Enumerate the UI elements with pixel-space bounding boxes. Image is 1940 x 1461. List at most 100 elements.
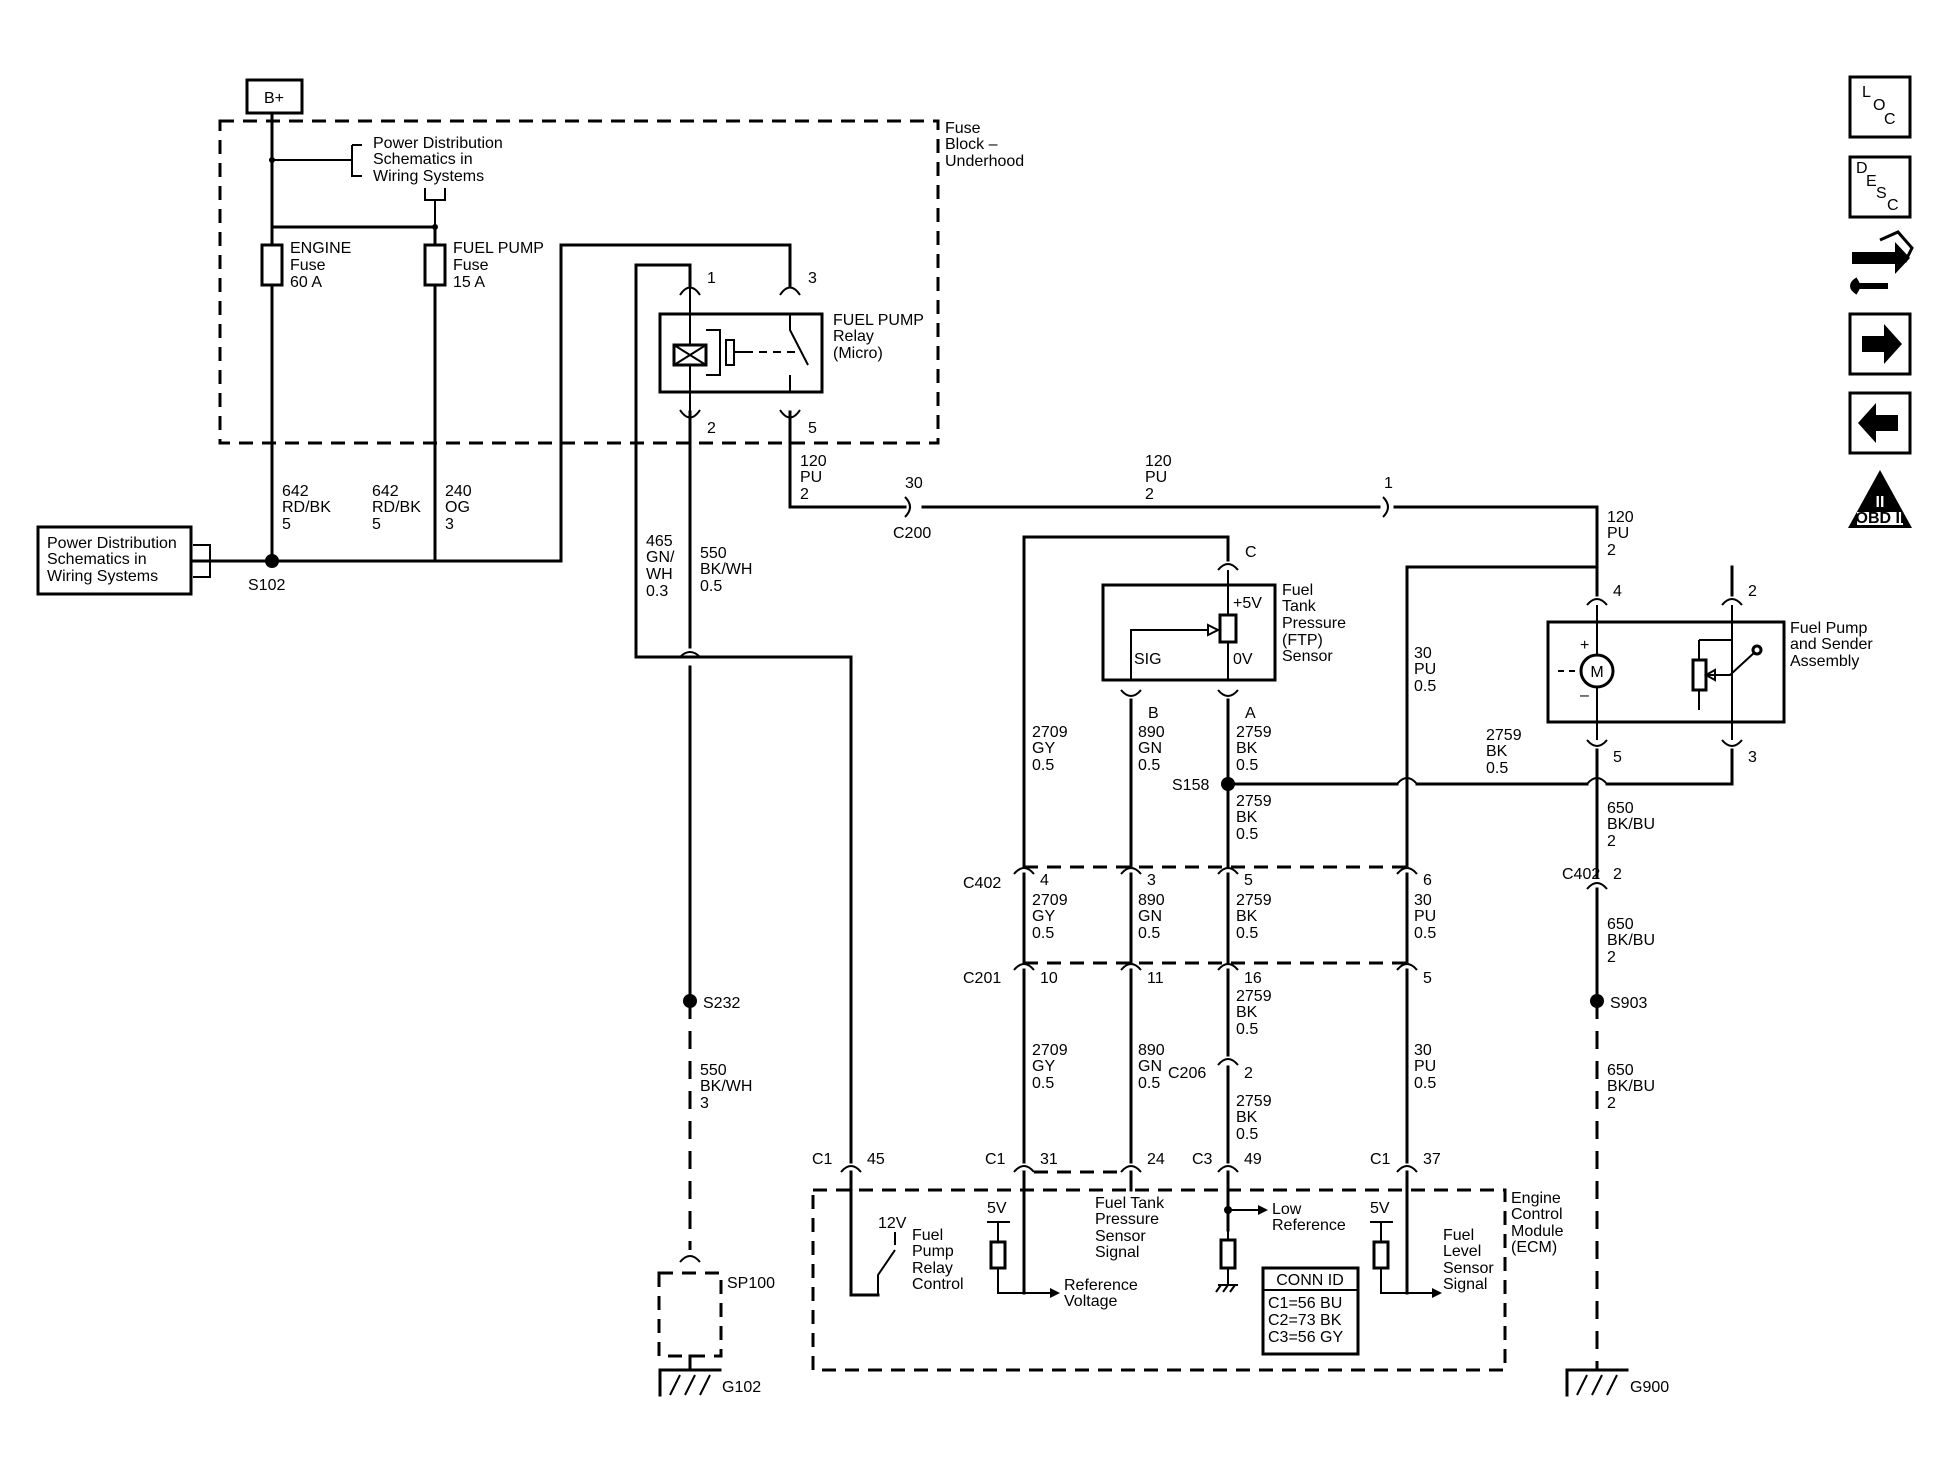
loc-letter-c: C	[1884, 111, 1896, 128]
wire-30-pu-top	[1405, 565, 1599, 869]
ecm-pin-49: 49	[1244, 1151, 1262, 1168]
c201-label: C201	[963, 970, 1001, 987]
pump-plus: +	[1580, 637, 1589, 654]
ecm-ref-voltage-label: Reference Voltage	[1064, 1277, 1142, 1310]
ftp-pin-c: C	[1245, 544, 1257, 561]
pdist-top-bracket	[272, 144, 362, 177]
obd-label: OBD II	[1856, 510, 1905, 527]
c402-pin-5: 5	[1244, 872, 1253, 889]
ftp-5v: +5V	[1233, 595, 1262, 612]
c201-row-connectors	[1013, 963, 1418, 971]
ecm-level-pullup	[1370, 1221, 1432, 1294]
ecm-ref-arrow	[1050, 1288, 1060, 1298]
arrow-left-icon	[1858, 403, 1898, 443]
ftp-wiper-arrow	[1207, 623, 1221, 637]
battery-label: B+	[264, 90, 284, 107]
ecm-ref-resistor	[989, 1240, 1007, 1270]
wire-550b-label: 550 BK/WH 3	[700, 1062, 757, 1112]
ecm-5v-a: 5V	[987, 1200, 1007, 1217]
pdist-left-box	[36, 525, 193, 596]
relay-pin-5: 5	[808, 420, 817, 437]
pump-pin-4: 4	[1613, 583, 1622, 600]
sp100-box	[657, 1271, 723, 1358]
ground-g102-symbol	[658, 1368, 722, 1397]
ecm-connectors	[840, 1165, 1418, 1174]
conn-id-box	[1261, 1266, 1360, 1356]
ecm-level-label: Fuel Level Sensor Signal	[1443, 1227, 1498, 1293]
wire-2709a-label: 2709 GY 0.5	[1032, 724, 1072, 774]
wire-240-label: 240 OG 3	[445, 483, 476, 533]
previous-page-button[interactable]	[1848, 391, 1912, 455]
desc-button[interactable]: D E S C	[1848, 155, 1912, 219]
ecm-level-resistor	[1372, 1240, 1390, 1270]
wire-650c-label: 650 BK/BU 2	[1607, 1062, 1659, 1112]
relay-pin-2: 2	[707, 420, 716, 437]
fuel-pump-fuse-symbol	[423, 243, 447, 287]
wire-890b-label: 890 GN 0.5	[1138, 892, 1169, 942]
ecm-pin-31: 31	[1040, 1151, 1058, 1168]
wire-2759b-label: 2759 BK 0.5	[1236, 793, 1276, 843]
ground-g900-symbol	[1565, 1368, 1629, 1397]
obd-ii-button[interactable]: II OBD II	[1848, 470, 1912, 528]
wire-240-og	[433, 243, 792, 563]
pdist-top-bracket-bottom	[424, 188, 446, 227]
ftp-resistor	[1218, 613, 1238, 644]
c201-pin-16: 16	[1244, 970, 1262, 987]
c206-label: C206	[1168, 1065, 1206, 1082]
c206-connector	[1217, 1058, 1239, 1066]
engine-fuse-label: ENGINE Fuse 60 A	[290, 240, 356, 291]
loc-button[interactable]: L O C	[1848, 75, 1912, 139]
wire-642a-label: 642 RD/BK 5	[282, 483, 335, 533]
ecm-c1-45: C1	[812, 1151, 833, 1168]
pump-motor-label: M	[1590, 664, 1603, 681]
fuse-block-label: Fuse Block – Underhood	[945, 120, 1024, 170]
c200-label: C200	[893, 525, 931, 542]
junction-dot	[1224, 1206, 1232, 1214]
wire-2709c-label: 2709 GY 0.5	[1032, 1042, 1072, 1092]
ftp-pin-b: B	[1148, 705, 1159, 722]
pdist-left-label: Power Distribution Schematics in Wiring …	[47, 535, 181, 585]
wire-642b-label: 642 RD/BK 5	[372, 483, 425, 533]
wire-2709b-label: 2709 GY 0.5	[1032, 892, 1072, 942]
relay-label: FUEL PUMP Relay (Micro)	[833, 312, 928, 362]
ecm-c3-49: C3	[1192, 1151, 1213, 1168]
c201-pin-10: 10	[1040, 970, 1058, 987]
ecm-label: Engine Control Module (ECM)	[1511, 1190, 1568, 1256]
fuel-pump-fuse-label: FUEL PUMP Fuse 15 A	[453, 240, 548, 291]
pump-minus: –	[1580, 687, 1589, 704]
ftp-pin-c-connector	[1217, 563, 1239, 571]
desc-letter-d: D	[1856, 160, 1868, 177]
pump-pin-5: 5	[1613, 749, 1622, 766]
ecm-12v: 12V	[878, 1215, 907, 1232]
c402-row-connectors	[1013, 867, 1418, 875]
ecm-pin-37: 37	[1423, 1151, 1441, 1168]
ecm-boundary	[811, 1188, 1507, 1372]
wire-2759d-label: 2759 BK 0.5	[1236, 892, 1276, 942]
wire-2759a-label: 2759 BK 0.5	[1236, 724, 1276, 774]
wire-30b-label: 30 PU 0.5	[1414, 892, 1441, 942]
c201-pin-5: 5	[1423, 970, 1432, 987]
desc-letter-s: S	[1876, 185, 1887, 202]
diagnostic-tool-icon[interactable]	[1850, 230, 1914, 295]
wire-crossover	[679, 651, 701, 658]
wire-30a-label: 30 PU 0.5	[1414, 645, 1441, 695]
wire-890c-label: 890 GN 0.5	[1138, 1042, 1169, 1092]
ftp-pin-a: A	[1245, 705, 1256, 722]
pump-pin-2: 2	[1748, 583, 1757, 600]
wire-465-gn-wh	[634, 263, 853, 1164]
next-page-button[interactable]	[1848, 312, 1912, 376]
ftp-sensor-label: Fuel Tank Pressure (FTP) Sensor	[1282, 582, 1350, 665]
splice-s232-label: S232	[703, 995, 740, 1012]
ecm-c1-37: C1	[1370, 1151, 1391, 1168]
battery-terminal: B+	[245, 78, 304, 115]
ecm-ftp-signal-label: Fuel Tank Pressure Sensor Signal	[1095, 1195, 1169, 1261]
ecm-low-ref-label: Low Reference	[1272, 1201, 1346, 1234]
arrow-right-icon	[1862, 324, 1902, 364]
wire-890a-label: 890 GN 0.5	[1138, 724, 1169, 774]
pump-assembly-label: Fuel Pump and Sender Assembly	[1790, 620, 1877, 670]
wire-2759-bk-ground	[1226, 748, 1734, 786]
wire-120b-label: 120 PU 2	[1145, 453, 1176, 503]
relay-pin-1: 1	[707, 270, 716, 287]
fuse-block-boundary	[218, 119, 940, 445]
